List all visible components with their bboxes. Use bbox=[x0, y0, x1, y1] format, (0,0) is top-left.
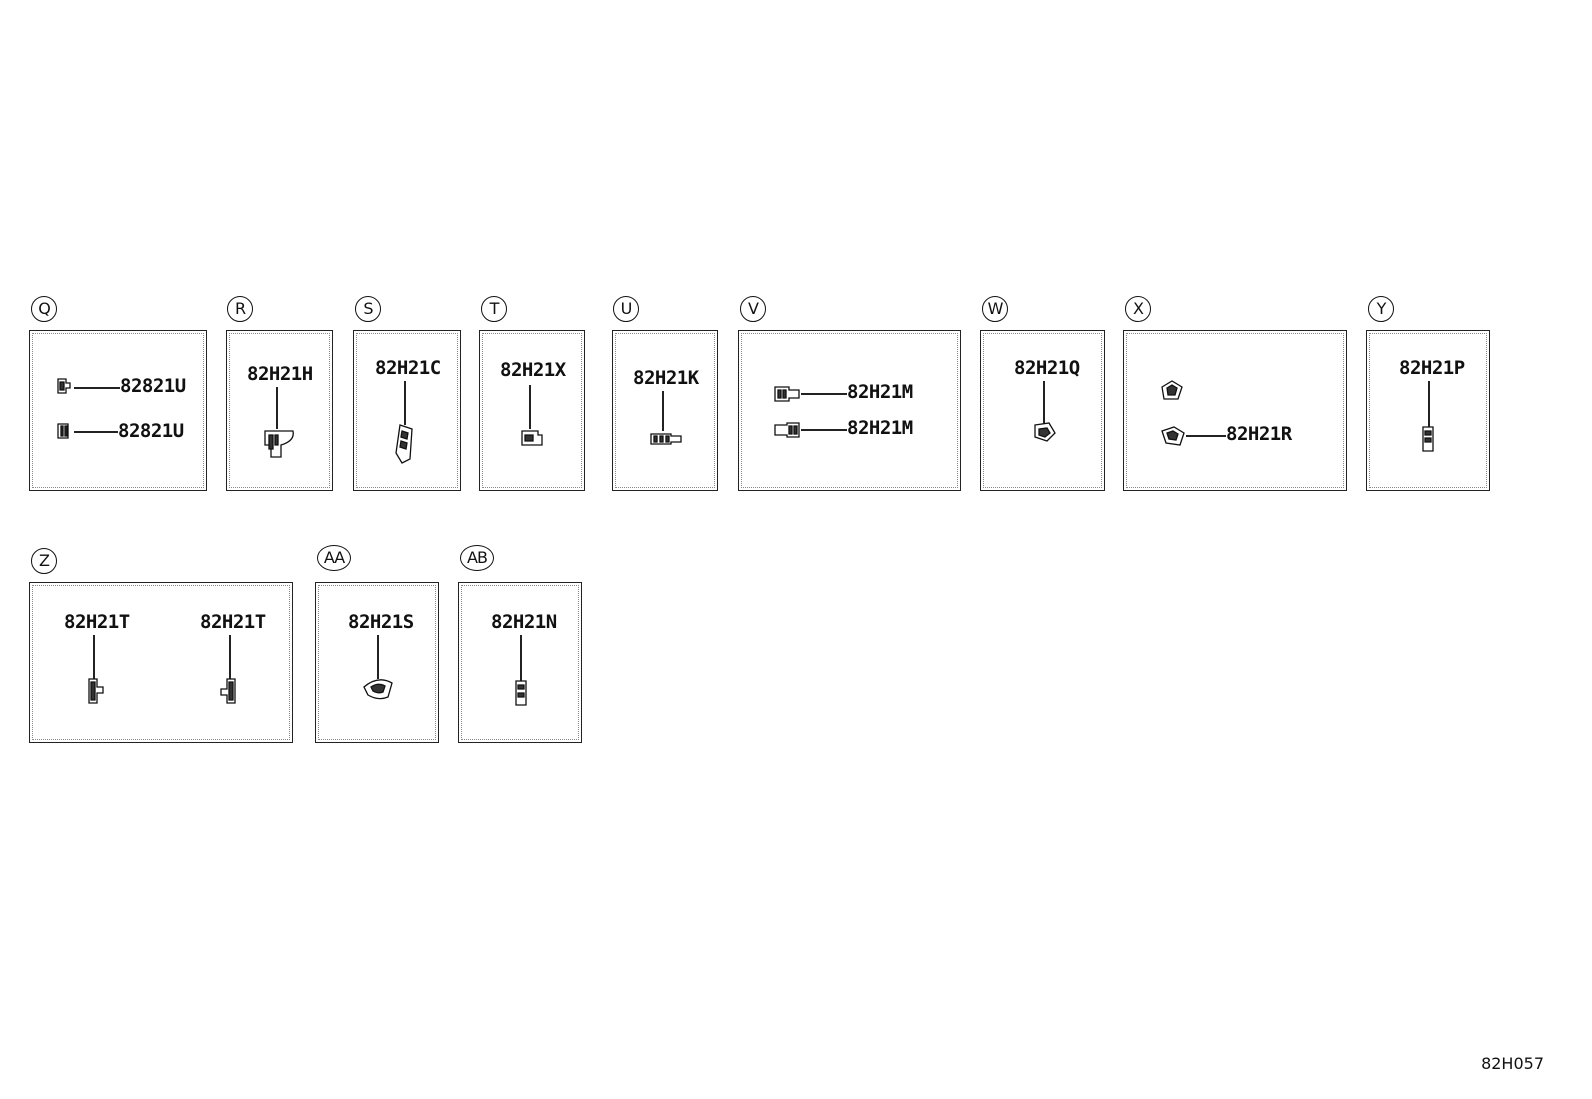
leader-line bbox=[276, 387, 278, 429]
part-number: 82821U bbox=[120, 375, 186, 397]
part-number: 82H21P bbox=[1399, 357, 1465, 379]
grommet-icon bbox=[1161, 426, 1185, 446]
part-number: 82H21R bbox=[1226, 423, 1292, 445]
group-box-aa: 82H21S bbox=[315, 582, 439, 743]
callout-y: Y bbox=[1368, 296, 1394, 322]
connector-icon bbox=[395, 424, 413, 464]
callout-x: X bbox=[1125, 296, 1151, 322]
bracket-icon bbox=[264, 430, 294, 458]
clip-icon bbox=[88, 678, 104, 704]
leader-line bbox=[801, 429, 847, 431]
callout-u: U bbox=[613, 296, 639, 322]
part-number: 82H21C bbox=[375, 357, 441, 379]
part-number: 82821U bbox=[118, 420, 184, 442]
callout-s: S bbox=[355, 296, 381, 322]
group-box-s: 82H21C bbox=[353, 330, 461, 491]
diagram-id: 82H057 bbox=[1481, 1054, 1544, 1073]
callout-r: R bbox=[227, 296, 253, 322]
leader-line bbox=[662, 391, 664, 431]
grommet-icon bbox=[1034, 422, 1056, 442]
leader-line bbox=[1428, 381, 1430, 427]
leader-line bbox=[74, 431, 118, 433]
clip-icon bbox=[220, 678, 236, 704]
leader-line bbox=[1043, 381, 1045, 425]
leader-line bbox=[229, 635, 231, 679]
callout-ab: AB bbox=[460, 545, 494, 571]
callout-z: Z bbox=[31, 548, 57, 574]
fuse-icon bbox=[515, 680, 527, 706]
group-box-ab: 82H21N bbox=[458, 582, 582, 743]
part-number: 82H21K bbox=[633, 367, 699, 389]
clip-icon bbox=[57, 423, 69, 439]
part-number: 82H21M bbox=[847, 417, 913, 439]
leader-line bbox=[529, 385, 531, 429]
part-number: 82H21Q bbox=[1014, 357, 1080, 379]
callout-v: V bbox=[740, 296, 766, 322]
group-box-q: 82821U 82821U bbox=[29, 330, 207, 491]
part-number: 82H21T bbox=[64, 611, 130, 633]
connector-icon bbox=[650, 433, 682, 445]
part-number: 82H21H bbox=[247, 363, 313, 385]
connector-icon bbox=[774, 386, 800, 402]
group-box-x: 82H21R bbox=[1123, 330, 1347, 491]
leader-line bbox=[1186, 435, 1226, 437]
callout-t: T bbox=[481, 296, 507, 322]
group-box-r: 82H21H bbox=[226, 330, 333, 491]
callout-aa: AA bbox=[317, 545, 351, 571]
connector-icon bbox=[521, 430, 543, 446]
group-box-u: 82H21K bbox=[612, 330, 718, 491]
part-number: 82H21N bbox=[491, 611, 557, 633]
group-box-w: 82H21Q bbox=[980, 330, 1105, 491]
group-box-t: 82H21X bbox=[479, 330, 585, 491]
leader-line bbox=[93, 635, 95, 679]
connector-icon bbox=[774, 422, 800, 438]
leader-line bbox=[404, 381, 406, 425]
leader-line bbox=[377, 635, 379, 679]
leader-line bbox=[801, 393, 847, 395]
clip-icon bbox=[57, 378, 71, 394]
group-box-v: 82H21M 82H21M bbox=[738, 330, 961, 491]
group-box-z: 82H21T 82H21T bbox=[29, 582, 293, 743]
part-number: 82H21X bbox=[500, 359, 566, 381]
leader-line bbox=[520, 635, 522, 681]
callout-q: Q bbox=[31, 296, 57, 322]
fuse-icon bbox=[1422, 426, 1434, 452]
grommet-icon bbox=[1161, 380, 1183, 400]
part-number: 82H21M bbox=[847, 381, 913, 403]
leader-line bbox=[74, 387, 120, 389]
part-number: 82H21S bbox=[348, 611, 414, 633]
part-number: 82H21T bbox=[200, 611, 266, 633]
callout-w: W bbox=[982, 296, 1008, 322]
grommet-icon bbox=[363, 679, 393, 700]
group-box-y: 82H21P bbox=[1366, 330, 1490, 491]
